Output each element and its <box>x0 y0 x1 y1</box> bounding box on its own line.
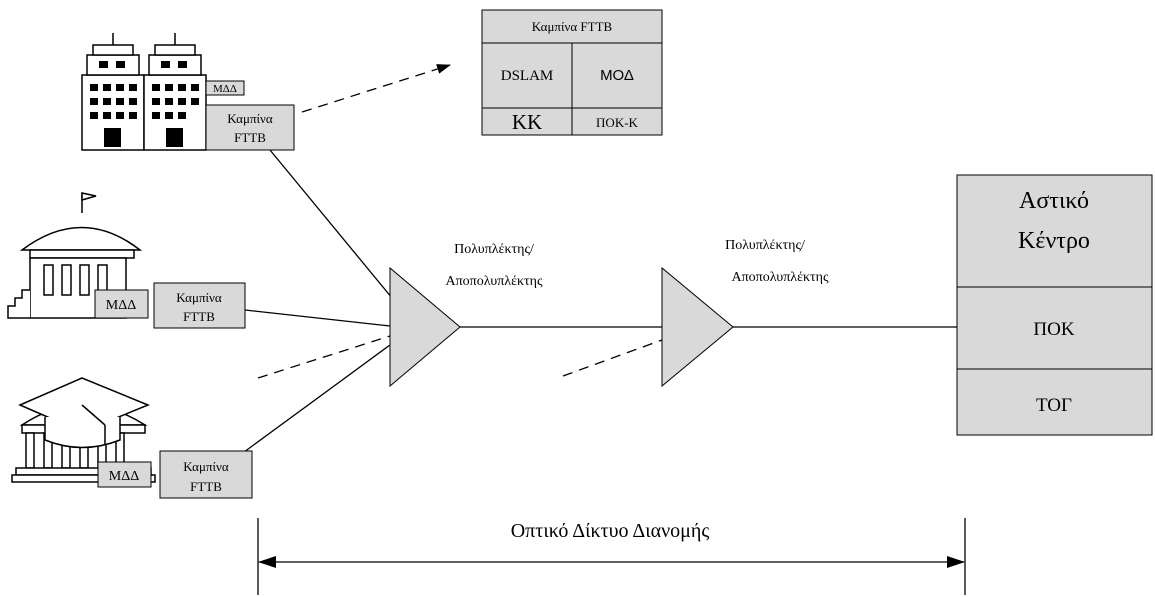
mux2-label-1: Πολυπλέκτης/ <box>725 238 805 253</box>
government-cabinet-box <box>153 282 246 329</box>
link-dashed-extra-2 <box>562 339 663 377</box>
central-office-tog: ΤΟΓ <box>1036 395 1072 416</box>
office-cabinet-label-1: Καμπίνα <box>227 111 273 126</box>
cabinet-detail-dslam: DSLAM <box>501 68 554 84</box>
office-cabinet-box <box>205 104 295 151</box>
dashed-arrow-to-cabinet-detail <box>301 64 451 113</box>
office-windows <box>90 61 199 147</box>
link-government-to-mux1 <box>244 309 391 327</box>
cabinet-detail-title: Καμπίνα FTTB <box>532 19 613 34</box>
mux1-label-1: Πολυπλέκτης/ <box>454 242 534 257</box>
span-arrow <box>257 518 966 595</box>
cabinet-detail-pokk: ΠΟΚ-Κ <box>596 115 638 130</box>
link-office-to-mux1 <box>269 149 393 299</box>
mux1-label-2: Αποπολυπλέκτης <box>446 274 543 289</box>
university-cabinet-label-2: FTTB <box>190 479 222 494</box>
link-university-to-mux1 <box>239 344 391 456</box>
university-building-icon <box>11 377 156 483</box>
government-cabinet-label-1: Καμπίνα <box>176 290 222 305</box>
university-cabinet-box <box>159 450 253 499</box>
mux2-triangle <box>661 266 734 388</box>
mux1-triangle <box>389 266 461 388</box>
central-office-title-1: Αστικό <box>1019 188 1089 214</box>
government-mdd-label: ΜΔΔ <box>106 298 136 313</box>
government-building-icon <box>7 192 143 319</box>
cabinet-detail-box <box>481 9 663 136</box>
government-cabinet-label-2: FTTB <box>183 309 215 324</box>
office-building-icon <box>81 33 207 151</box>
connection-lines <box>239 64 957 456</box>
office-mdd-label: ΜΔΔ <box>213 83 237 95</box>
central-office-title-2: Κέντρο <box>1018 228 1090 254</box>
link-dashed-extra-1 <box>257 335 391 379</box>
cabinet-detail-mod: ΜΟΔ <box>600 67 634 84</box>
university-mdd-label: ΜΔΔ <box>109 469 139 484</box>
office-mdd-box <box>205 80 245 96</box>
university-cabinet-label-1: Καμπίνα <box>183 459 229 474</box>
cabinet-detail-kk: ΚΚ <box>512 110 542 134</box>
office-cabinet-label-2: FTTB <box>234 130 266 145</box>
government-mdd-box <box>94 289 149 319</box>
university-mdd-box <box>97 461 152 488</box>
span-label: Οπτικό Δίκτυο Διανομής <box>511 520 710 542</box>
central-office-box <box>956 174 1153 436</box>
mux2-label-2: Αποπολυπλέκτης <box>732 270 829 285</box>
central-office-pok: ΠΟΚ <box>1033 319 1074 340</box>
